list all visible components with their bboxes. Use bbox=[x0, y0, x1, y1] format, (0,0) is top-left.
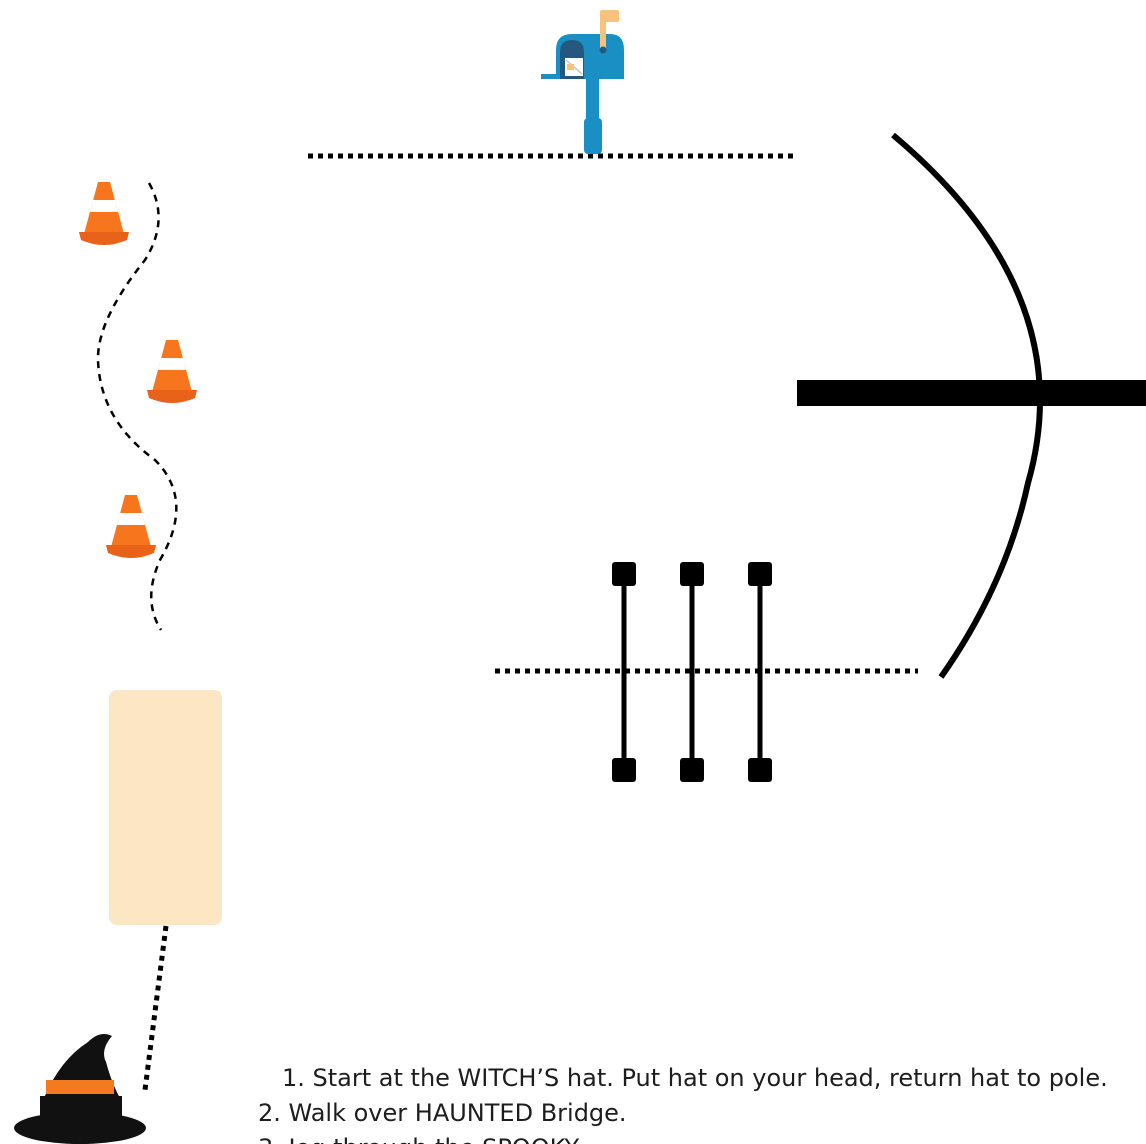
hat-dotted-line bbox=[142, 925, 169, 1091]
hurdle-post bbox=[748, 562, 772, 782]
traffic-cone-icon bbox=[79, 182, 129, 245]
witch-hat-icon bbox=[14, 1034, 146, 1144]
haunted-bridge-pad bbox=[109, 690, 222, 925]
curved-path-line bbox=[891, 132, 1043, 679]
balance-beam bbox=[797, 380, 1146, 406]
traffic-cone-icon bbox=[106, 495, 156, 558]
traffic-cone-icon bbox=[147, 340, 197, 403]
hurdle-post bbox=[680, 562, 704, 782]
hurdle-post bbox=[612, 562, 636, 782]
instruction-step-3: 3. Jog through the SPOOKY bbox=[258, 1132, 579, 1144]
mailbox-icon bbox=[541, 10, 624, 154]
wavy-dashed-path bbox=[96, 182, 178, 631]
instruction-step-2: 2. Walk over HAUNTED Bridge. bbox=[258, 1099, 627, 1127]
instruction-step-1: 1. Start at the WITCH’S hat. Put hat on … bbox=[282, 1064, 1108, 1092]
